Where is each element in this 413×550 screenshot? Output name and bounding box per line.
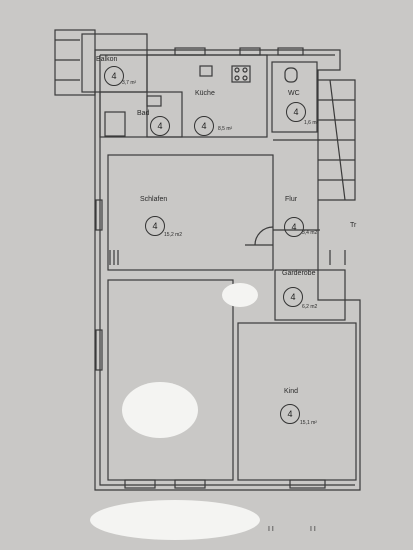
room-area-schlafen: 15,2 m2 [164, 232, 183, 238]
flur-door [254, 226, 274, 246]
room-label-kueche: Küche [195, 90, 215, 97]
room-label-balkon: Balkon [96, 56, 118, 63]
bath-room [99, 91, 183, 138]
window-bottom-1 [124, 479, 156, 489]
smudge [122, 382, 198, 438]
window-top-1 [174, 47, 206, 56]
bathtub [104, 111, 126, 137]
lower-left-room [107, 279, 234, 481]
room-marker-wc: 4 [286, 102, 306, 122]
room-label-flur: Flur [285, 196, 298, 203]
room-area-wc: 1,6 m² [304, 120, 319, 126]
bottom-mark-1: I I [268, 526, 274, 533]
schlafen-room [107, 154, 274, 271]
wc-room [271, 61, 318, 133]
room-marker-kueche: 4 [194, 116, 214, 136]
window-left-2 [95, 329, 103, 371]
bottom-mark-2: I I [310, 526, 316, 533]
bath-sink [146, 95, 162, 107]
room-label-garderobe: Garderobe [282, 270, 316, 277]
outer-wall [94, 49, 361, 491]
window-bottom-2 [174, 479, 206, 489]
window-top-2 [239, 47, 261, 56]
room-label-schlafen: Schlafen [140, 196, 168, 203]
partial-label: Tr [350, 222, 357, 229]
room-area-flur: 3,4 m2 [302, 230, 318, 236]
window-left-1 [95, 199, 103, 231]
smudge [90, 500, 260, 540]
room-label-bad: Bad [137, 110, 150, 117]
room-marker-balkon: 4 [104, 66, 124, 86]
room-area-garderobe: 6,2 m2 [302, 304, 318, 310]
kitchen-stove [231, 65, 251, 83]
wc-toilet [284, 67, 298, 83]
room-area-balkon: 3,7 m² [122, 80, 137, 86]
kind-room [237, 322, 357, 481]
balkon-railing [55, 39, 80, 81]
window-top-3 [277, 47, 304, 56]
garderobe-room [274, 269, 346, 321]
room-area-kueche: 8,5 m² [218, 126, 233, 132]
room-area-kind: 15,1 m² [300, 420, 317, 426]
room-marker-schlafen: 4 [145, 216, 165, 236]
room-marker-kind: 4 [280, 404, 300, 424]
kitchen-sink [199, 65, 213, 77]
room-label-wc: WC [288, 90, 300, 97]
window-bottom-3 [289, 479, 326, 489]
smudge [222, 283, 258, 307]
room-label-kind: Kind [284, 388, 299, 395]
room-marker-bad: 4 [150, 116, 170, 136]
balkon-outline [54, 29, 96, 96]
stairs [318, 79, 356, 201]
room-marker-garderobe: 4 [283, 287, 303, 307]
room-marker-flur: 4 [284, 217, 304, 237]
